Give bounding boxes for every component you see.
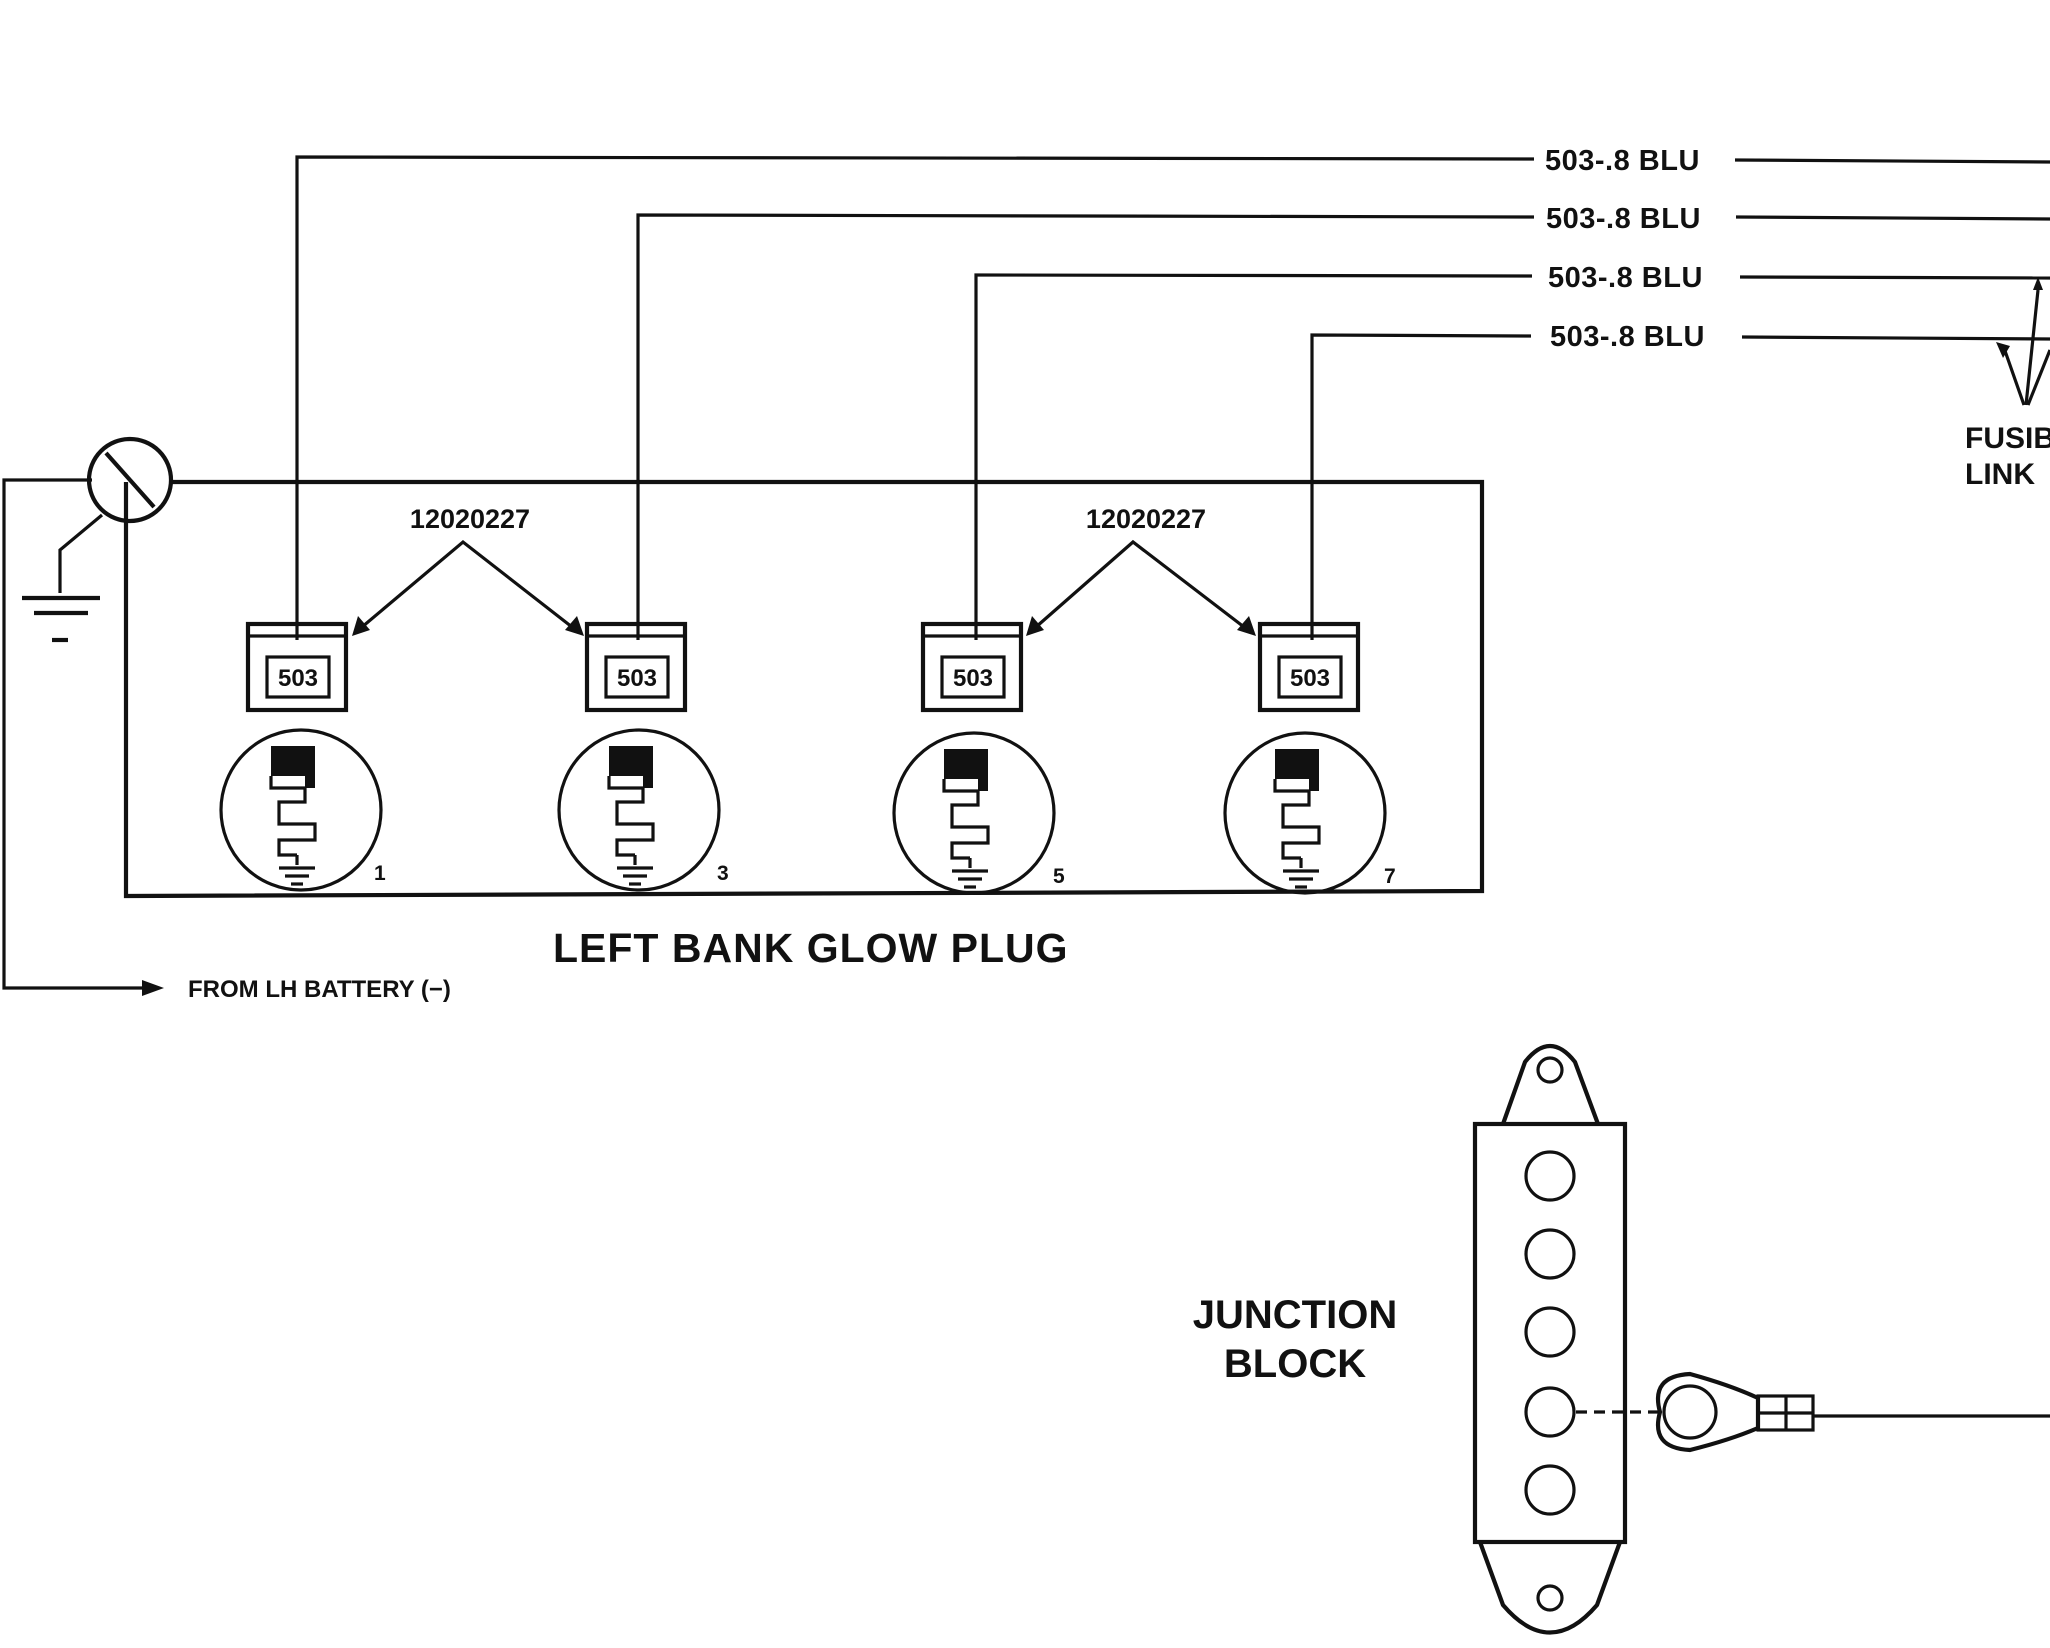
wire-503-3 <box>974 273 2050 640</box>
left-bank-enclosure <box>123 479 1485 899</box>
fusible-link-label: FUSIB <box>1965 422 2050 455</box>
bank-title: LEFT BANK GLOW PLUG <box>553 925 1069 971</box>
wire-503-4 <box>1310 333 2050 640</box>
fusible-link-arrows <box>1996 277 2050 406</box>
wire-label: 503-.8 BLU <box>1545 145 1700 177</box>
cylinder-number: 3 <box>717 862 729 885</box>
wire-label: 503-.8 BLU <box>1550 321 1705 353</box>
connector-terminal-label: 503 <box>953 665 993 692</box>
cylinder-number: 1 <box>374 862 386 885</box>
glow-plug-7-icon <box>1223 731 1387 895</box>
wire-503-1 <box>295 155 2050 640</box>
battery-label: FROM LH BATTERY (−) <box>188 976 451 1003</box>
ring-terminal-icon <box>1576 1371 2050 1453</box>
fusible-link-label: LINK <box>1965 458 2035 491</box>
wire-503-2 <box>636 213 2050 640</box>
connector-terminal-label: 503 <box>1290 665 1330 692</box>
cylinder-number: 5 <box>1053 865 1065 888</box>
ground-wire <box>2 478 164 996</box>
glow-plug-5-icon <box>892 731 1056 895</box>
wire-label: 503-.8 BLU <box>1548 262 1703 294</box>
connector-3 <box>584 621 688 713</box>
junction-block-label: BLOCK <box>1224 1342 1366 1386</box>
connector-part-label: 12020227 <box>410 504 530 534</box>
glow-plug-3-icon <box>557 728 721 892</box>
part-pointer-arrows <box>352 539 1256 636</box>
connector-1 <box>245 621 349 713</box>
connector-7 <box>1257 621 1361 713</box>
wire-label: 503-.8 BLU <box>1546 203 1701 235</box>
junction-block <box>1472 1044 1628 1635</box>
glow-plug-1-icon <box>219 728 383 892</box>
connector-terminal-label: 503 <box>278 665 318 692</box>
connector-5 <box>920 621 1024 713</box>
battery-arrow-icon <box>142 980 164 996</box>
junction-block-label: JUNCTION <box>1193 1293 1397 1337</box>
ground-terminal <box>22 436 174 643</box>
connector-part-label: 12020227 <box>1086 504 1206 534</box>
connector-terminal-label: 503 <box>617 665 657 692</box>
cylinder-number: 7 <box>1384 865 1396 888</box>
